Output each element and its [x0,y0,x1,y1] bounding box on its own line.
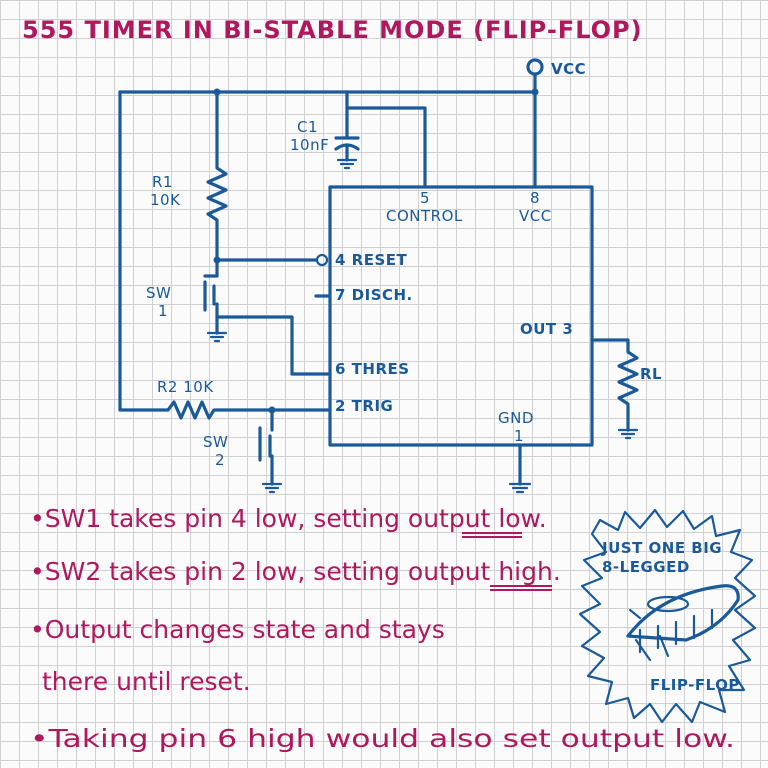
pin6-label: 6 THRES [335,360,410,378]
underline-high [490,585,552,591]
sw1-top-lead [203,258,219,278]
junction-dot [531,88,539,96]
pin2-label: 2 TRIG [335,397,393,415]
vcc-terminal [526,58,544,76]
rl-label: RL [640,365,662,383]
rl-resistor [590,338,639,432]
sw1-name: SW [146,284,171,302]
note-state-line2: there until reset. [42,667,251,696]
chip-foot-icon [634,634,670,662]
page-title: 555 TIMER IN BI-STABLE MODE (FLIP-FLOP) [22,16,643,44]
vcc-label: VCC [551,60,586,78]
r1-name: R1 [152,173,173,191]
pin6-thres-wire [215,315,332,376]
sw2-ground-icon [261,482,283,494]
pin4-label: 4 RESET [335,251,408,269]
badge-line3: FLIP-FLOP [650,676,740,694]
underline-low [462,532,522,538]
r1-value: 10K [150,191,181,209]
chip-notch-icon [646,595,690,613]
note-sw1: •SW1 takes pin 4 low, setting output low… [30,504,547,533]
r1-resistor [206,90,228,262]
badge-burst [578,508,757,724]
pin7-label: 7 DISCH. [335,286,413,304]
pin5-label: CONTROL [386,207,463,225]
badge-line1: JUST ONE BIG [601,539,722,557]
sw2-number: 2 [215,451,225,469]
c1-value: 10nF [290,136,329,154]
note-state-line1: •Output changes state and stays [30,615,445,644]
badge-line2: 8-LEGGED [602,558,690,576]
pin3-label: OUT 3 [520,320,573,338]
rl-ground-icon [617,428,639,440]
chip-body-icon [626,584,740,642]
c1-name: C1 [297,118,318,136]
c1-ground-icon [336,158,358,170]
note-pin6: •Taking pin 6 high would also set output… [30,724,735,753]
r2-resistor [158,400,332,420]
gnd-ground-icon [508,482,532,494]
pin4-inverter-bubble [315,253,329,267]
pin1-label: GND [498,409,534,427]
ic-555-body [328,185,594,447]
sw1-ground-icon [206,331,228,343]
sw1-number: 1 [158,302,168,320]
left-rail-wire [118,90,162,412]
chip-legs-icon [628,608,714,654]
pin8-label: VCC [519,207,552,225]
pin5-number: 5 [420,189,430,207]
pin1-number: 1 [514,427,524,445]
sw2-name: SW [203,433,228,451]
r2-label: R2 10K [157,378,214,396]
pin5-control-wire [345,106,427,189]
pin8-number: 8 [530,189,540,207]
note-sw2: •SW2 takes pin 2 low, setting output hig… [30,557,561,586]
